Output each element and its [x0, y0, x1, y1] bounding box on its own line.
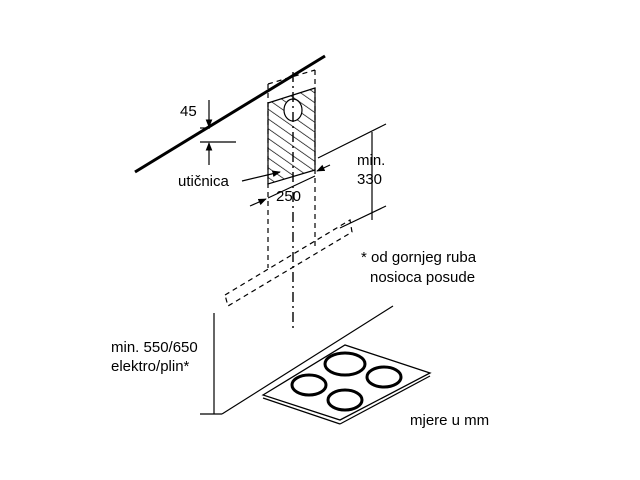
cooktop [261, 344, 432, 421]
counter-edge [221, 305, 394, 415]
units-note: mjere u mm [410, 412, 489, 429]
cooktop-front-edge-right [339, 375, 431, 425]
socket-leader [241, 170, 281, 182]
dim-330-ext-top [317, 123, 387, 159]
burner-front-left [290, 373, 328, 397]
socket-label: utičnica [178, 173, 230, 190]
footnote-line1: * od gornjeg ruba [361, 249, 477, 266]
dim-250-arrow-right [316, 164, 331, 172]
dim-330-label-line1: min. [357, 152, 385, 169]
dim-height-label-line1: min. 550/650 [111, 339, 198, 356]
burner-front-right [326, 388, 364, 412]
hood-outline [224, 219, 353, 307]
chimney-top-edge [267, 69, 316, 85]
burner-back-left [323, 351, 367, 377]
dim-250-arrow-left [249, 198, 267, 207]
dim-250-label: 250 [276, 188, 301, 205]
dim-height-label-line2: elektro/plin* [111, 358, 190, 375]
cooktop-front-edge [262, 397, 341, 425]
dim-45-label: 45 [180, 103, 197, 120]
dim-330-ext-bottom [339, 205, 387, 229]
dim-250-baseline [267, 175, 316, 199]
dim-330-label-line2: 330 [357, 171, 382, 188]
footnote-line2: nosioca posude [370, 269, 475, 286]
burner-back-right [365, 365, 403, 389]
